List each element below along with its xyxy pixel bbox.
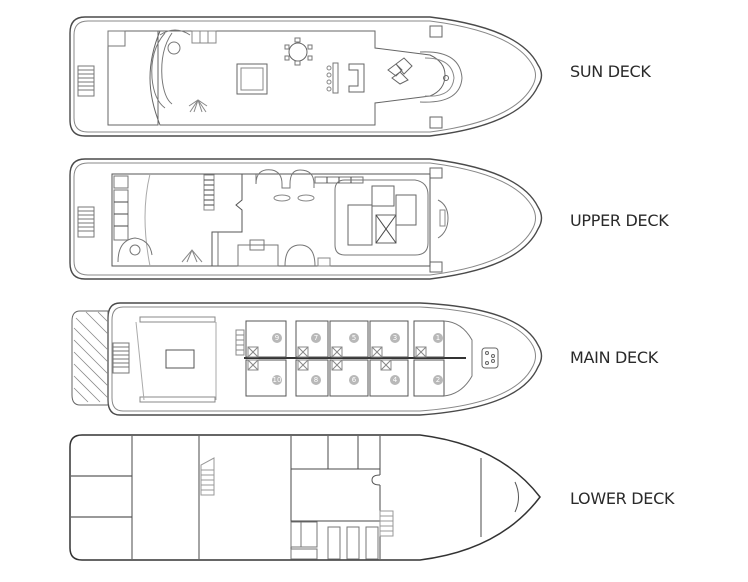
main-deck-label: MAIN DECK [570,348,658,367]
cabin-6-number: 6 [352,376,357,384]
cabin-4-number: 4 [393,376,398,384]
cabin-10-number: 10 [273,376,282,384]
main-deck-plan [71,302,543,416]
cabin-number-badges: 9 7 5 3 1 10 8 6 4 2 [272,333,443,385]
cabin-7-number: 7 [314,334,318,342]
cabin-3-number: 3 [393,334,397,342]
cabin-2-number: 2 [436,376,440,384]
cabin-1-number: 1 [436,334,440,342]
sun-deck-label: SUN DECK [570,62,651,81]
upper-deck-label: UPPER DECK [570,211,669,230]
lower-deck-plan [69,434,541,561]
cabin-5-number: 5 [352,334,356,342]
sun-deck-plan [69,16,543,137]
cabin-9-number: 9 [275,334,279,342]
cabin-8-number: 8 [314,376,318,384]
upper-deck-plan [69,158,543,280]
lower-deck-label: LOWER DECK [570,489,675,508]
